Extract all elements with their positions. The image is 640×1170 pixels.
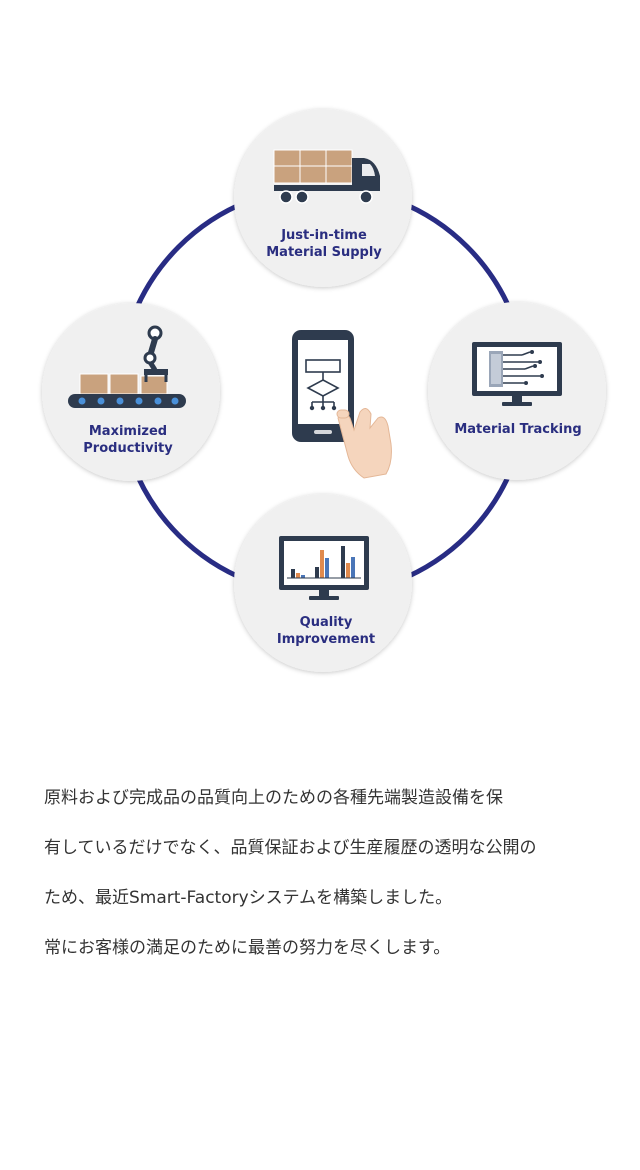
node-material-tracking: Material Tracking — [428, 302, 606, 480]
description-line-3: ため、最近Smart-Factoryシステムを構築しました。 — [44, 888, 453, 908]
node-label-bottom-line1: Quality — [300, 615, 353, 630]
description-line-2: 有しているだけでなく、品質保証および生産履歴の透明な公開の — [44, 838, 537, 858]
hand-touch-icon — [336, 408, 392, 479]
description-line-1: 原料および完成品の品質向上のための各種先端製造設備を保 — [44, 788, 503, 808]
node-label-left-line2: Productivity — [83, 441, 173, 456]
smartphone-icon — [292, 330, 354, 442]
node-label-top-line1: Just-in-time — [280, 228, 367, 243]
monitor-circuit-icon — [472, 342, 562, 406]
description-line-4: 常にお客様の満足のために最善の努力を尽くします。 — [44, 938, 451, 958]
node-quality-improvement: Quality Improvement — [234, 494, 412, 672]
node-maximized-productivity: Maximized Productivity — [42, 303, 220, 481]
node-label-right-line1: Material Tracking — [454, 422, 581, 437]
smart-factory-diagram: Just-in-time Material Supply Maximized P… — [42, 109, 606, 672]
truck-icon — [273, 149, 380, 204]
node-label-top-line2: Material Supply — [266, 245, 382, 260]
node-just-in-time: Just-in-time Material Supply — [234, 109, 412, 287]
node-label-left-line1: Maximized — [89, 424, 167, 439]
robot-arm-conveyor-icon — [68, 325, 186, 408]
description-text: 原料および完成品の品質向上のための各種先端製造設備を保 有しているだけでなく、品… — [44, 782, 604, 982]
monitor-bar-chart-icon — [279, 536, 369, 600]
node-label-bottom-line2: Improvement — [277, 632, 375, 647]
